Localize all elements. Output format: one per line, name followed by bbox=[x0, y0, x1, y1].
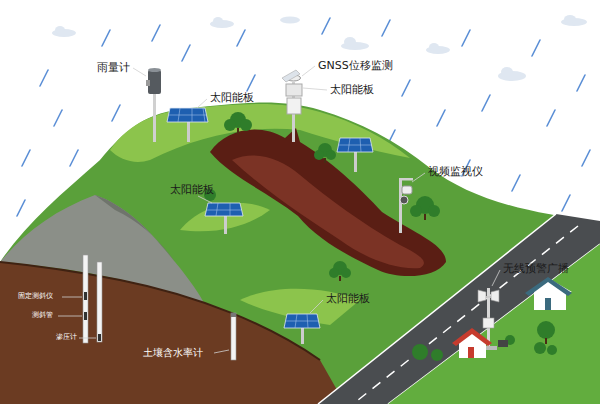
device-label: 无线预警广播 bbox=[503, 262, 569, 275]
houses bbox=[452, 277, 572, 358]
instrument-label: 测斜管 bbox=[32, 311, 53, 319]
instrument-label: 固定测斜仪 bbox=[18, 292, 53, 300]
device-label: 太阳能板 bbox=[210, 91, 254, 104]
plain bbox=[388, 244, 600, 404]
instrument-label: 土壤含水率计 bbox=[143, 347, 203, 359]
device-label: 太阳能板 bbox=[330, 83, 374, 96]
trees bbox=[204, 112, 557, 361]
device-label: 视频监视仪 bbox=[428, 165, 483, 178]
device-label: 雨量计 bbox=[97, 61, 130, 74]
device-label: 太阳能板 bbox=[170, 183, 214, 196]
road bbox=[318, 214, 600, 404]
device-label: GNSS位移监测 bbox=[318, 59, 393, 72]
landslide bbox=[210, 128, 446, 276]
rock-shade bbox=[95, 195, 175, 262]
instrument-label: 渗压计 bbox=[56, 333, 77, 341]
road-edge bbox=[388, 244, 600, 404]
device-label: 太阳能板 bbox=[326, 292, 370, 305]
soil-edge bbox=[0, 262, 320, 360]
solar-panels bbox=[167, 108, 373, 344]
landslide-flow bbox=[232, 156, 424, 269]
gnss-station bbox=[282, 70, 302, 142]
soil-moisture-meter bbox=[231, 313, 236, 360]
rain-gauge bbox=[146, 68, 161, 142]
borehole-instruments bbox=[83, 255, 102, 343]
leader-lines bbox=[58, 66, 500, 353]
hill bbox=[0, 103, 600, 404]
soil-section bbox=[0, 262, 345, 404]
video-monitor bbox=[399, 178, 413, 233]
clouds bbox=[52, 15, 587, 81]
